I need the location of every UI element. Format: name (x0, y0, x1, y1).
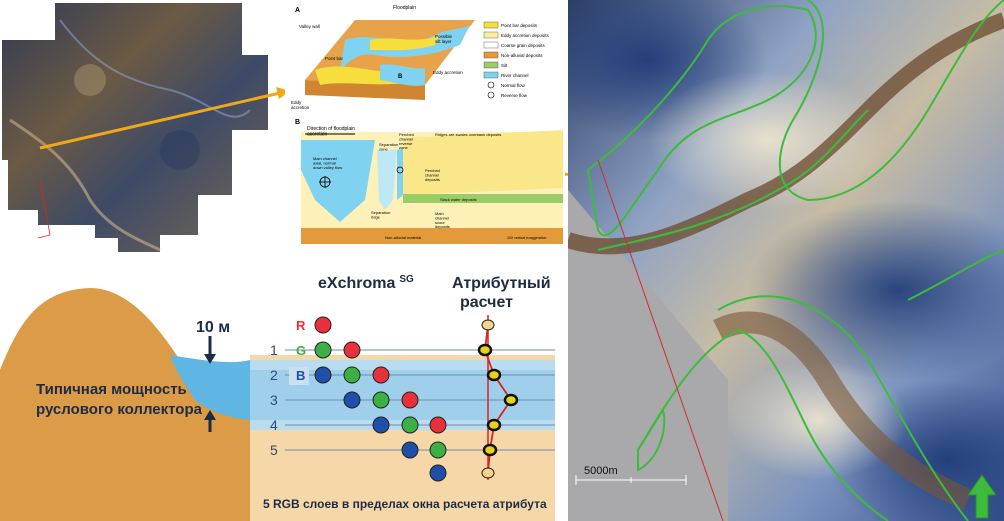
circle-g-1 (315, 342, 331, 358)
slack-water-label: Slack water deposits (440, 197, 477, 202)
circle-r-5 (430, 417, 446, 433)
inset-satellite-map (0, 0, 280, 255)
circle-b-1 (315, 367, 331, 383)
main-satellite-map: 5000m (568, 0, 1004, 521)
attr-point-6 (484, 445, 496, 455)
floodplain-label: Floodplain (393, 5, 416, 11)
panel-a-label: A (295, 7, 300, 14)
legend-label: Non-alluvial deposits (501, 53, 543, 58)
panel-b-label: B (295, 119, 300, 126)
layer-2-label: 2 (270, 367, 278, 383)
point-bar-label: Point bar (325, 56, 344, 61)
circle-r-2 (344, 342, 360, 358)
legend-swatch (484, 32, 498, 38)
layer-1-label: 1 (270, 342, 278, 358)
channel-g-label: G (296, 343, 306, 358)
ridges-label: Ridges are swales overbank deposits (435, 132, 501, 137)
attr-point-3 (488, 370, 500, 380)
circle-b-3 (373, 417, 389, 433)
reservoir-label-1: Типичная мощность (36, 381, 187, 398)
legend-swatch (484, 62, 498, 68)
layer-5-label: 5 (270, 442, 278, 458)
vertical-exag-label: 10X vertical exaggeration (507, 236, 547, 240)
legend-swatch (484, 52, 498, 58)
legend-label: Reverse flow (501, 93, 528, 98)
legend-label: River channel (501, 73, 529, 78)
circle-g-5 (430, 442, 446, 458)
circle-r-3 (373, 367, 389, 383)
eddy-accretion-right-label: Eddy accretion (433, 70, 463, 75)
legend-swatch (484, 72, 498, 78)
attr-point-1 (482, 320, 494, 330)
non-alluvial-label: Non-alluvial material (385, 235, 421, 240)
channel-b-label: B (296, 368, 305, 383)
attr-point-5 (488, 420, 500, 430)
reservoir-label-2: руслового коллектора (36, 401, 203, 418)
circle-g-2 (344, 367, 360, 383)
legend-label: Normal flow (501, 83, 526, 88)
legend-label: Eddy accretion deposits (501, 33, 550, 38)
attr-point-2 (479, 345, 491, 355)
b-marker: B (398, 74, 403, 80)
circle-b-4 (402, 442, 418, 458)
attr-point-7 (482, 468, 494, 478)
legend-label: Silt (501, 63, 508, 68)
legend-swatch (484, 42, 498, 48)
circle-b-5 (430, 465, 446, 481)
circle-g-4 (402, 417, 418, 433)
circle-b-2 (344, 392, 360, 408)
circle-r-4 (402, 392, 418, 408)
layer-4-label: 4 (270, 417, 278, 433)
channel-r-label: R (296, 318, 306, 333)
circle-r-1 (315, 317, 331, 333)
circle-g-3 (373, 392, 389, 408)
legend-label: Coarse grain deposits (501, 43, 546, 48)
attr-point-4 (505, 395, 517, 405)
thickness-label: 10 м (196, 319, 230, 336)
valley-wall-label: Valley wall (299, 24, 320, 29)
scale-label: 5000m (584, 465, 618, 477)
reservoir-cross-section: 10 м Типичная мощность руслового коллект… (0, 260, 568, 521)
legend-label: Point bar deposits (501, 23, 538, 28)
attr-title-1: Атрибутный (452, 275, 551, 292)
legend-swatch (484, 22, 498, 28)
attr-title-2: расчет (460, 294, 513, 311)
layer-3-label: 3 (270, 392, 278, 408)
footer-label: 5 RGB слоев в пределах окна расчета атри… (263, 497, 547, 511)
